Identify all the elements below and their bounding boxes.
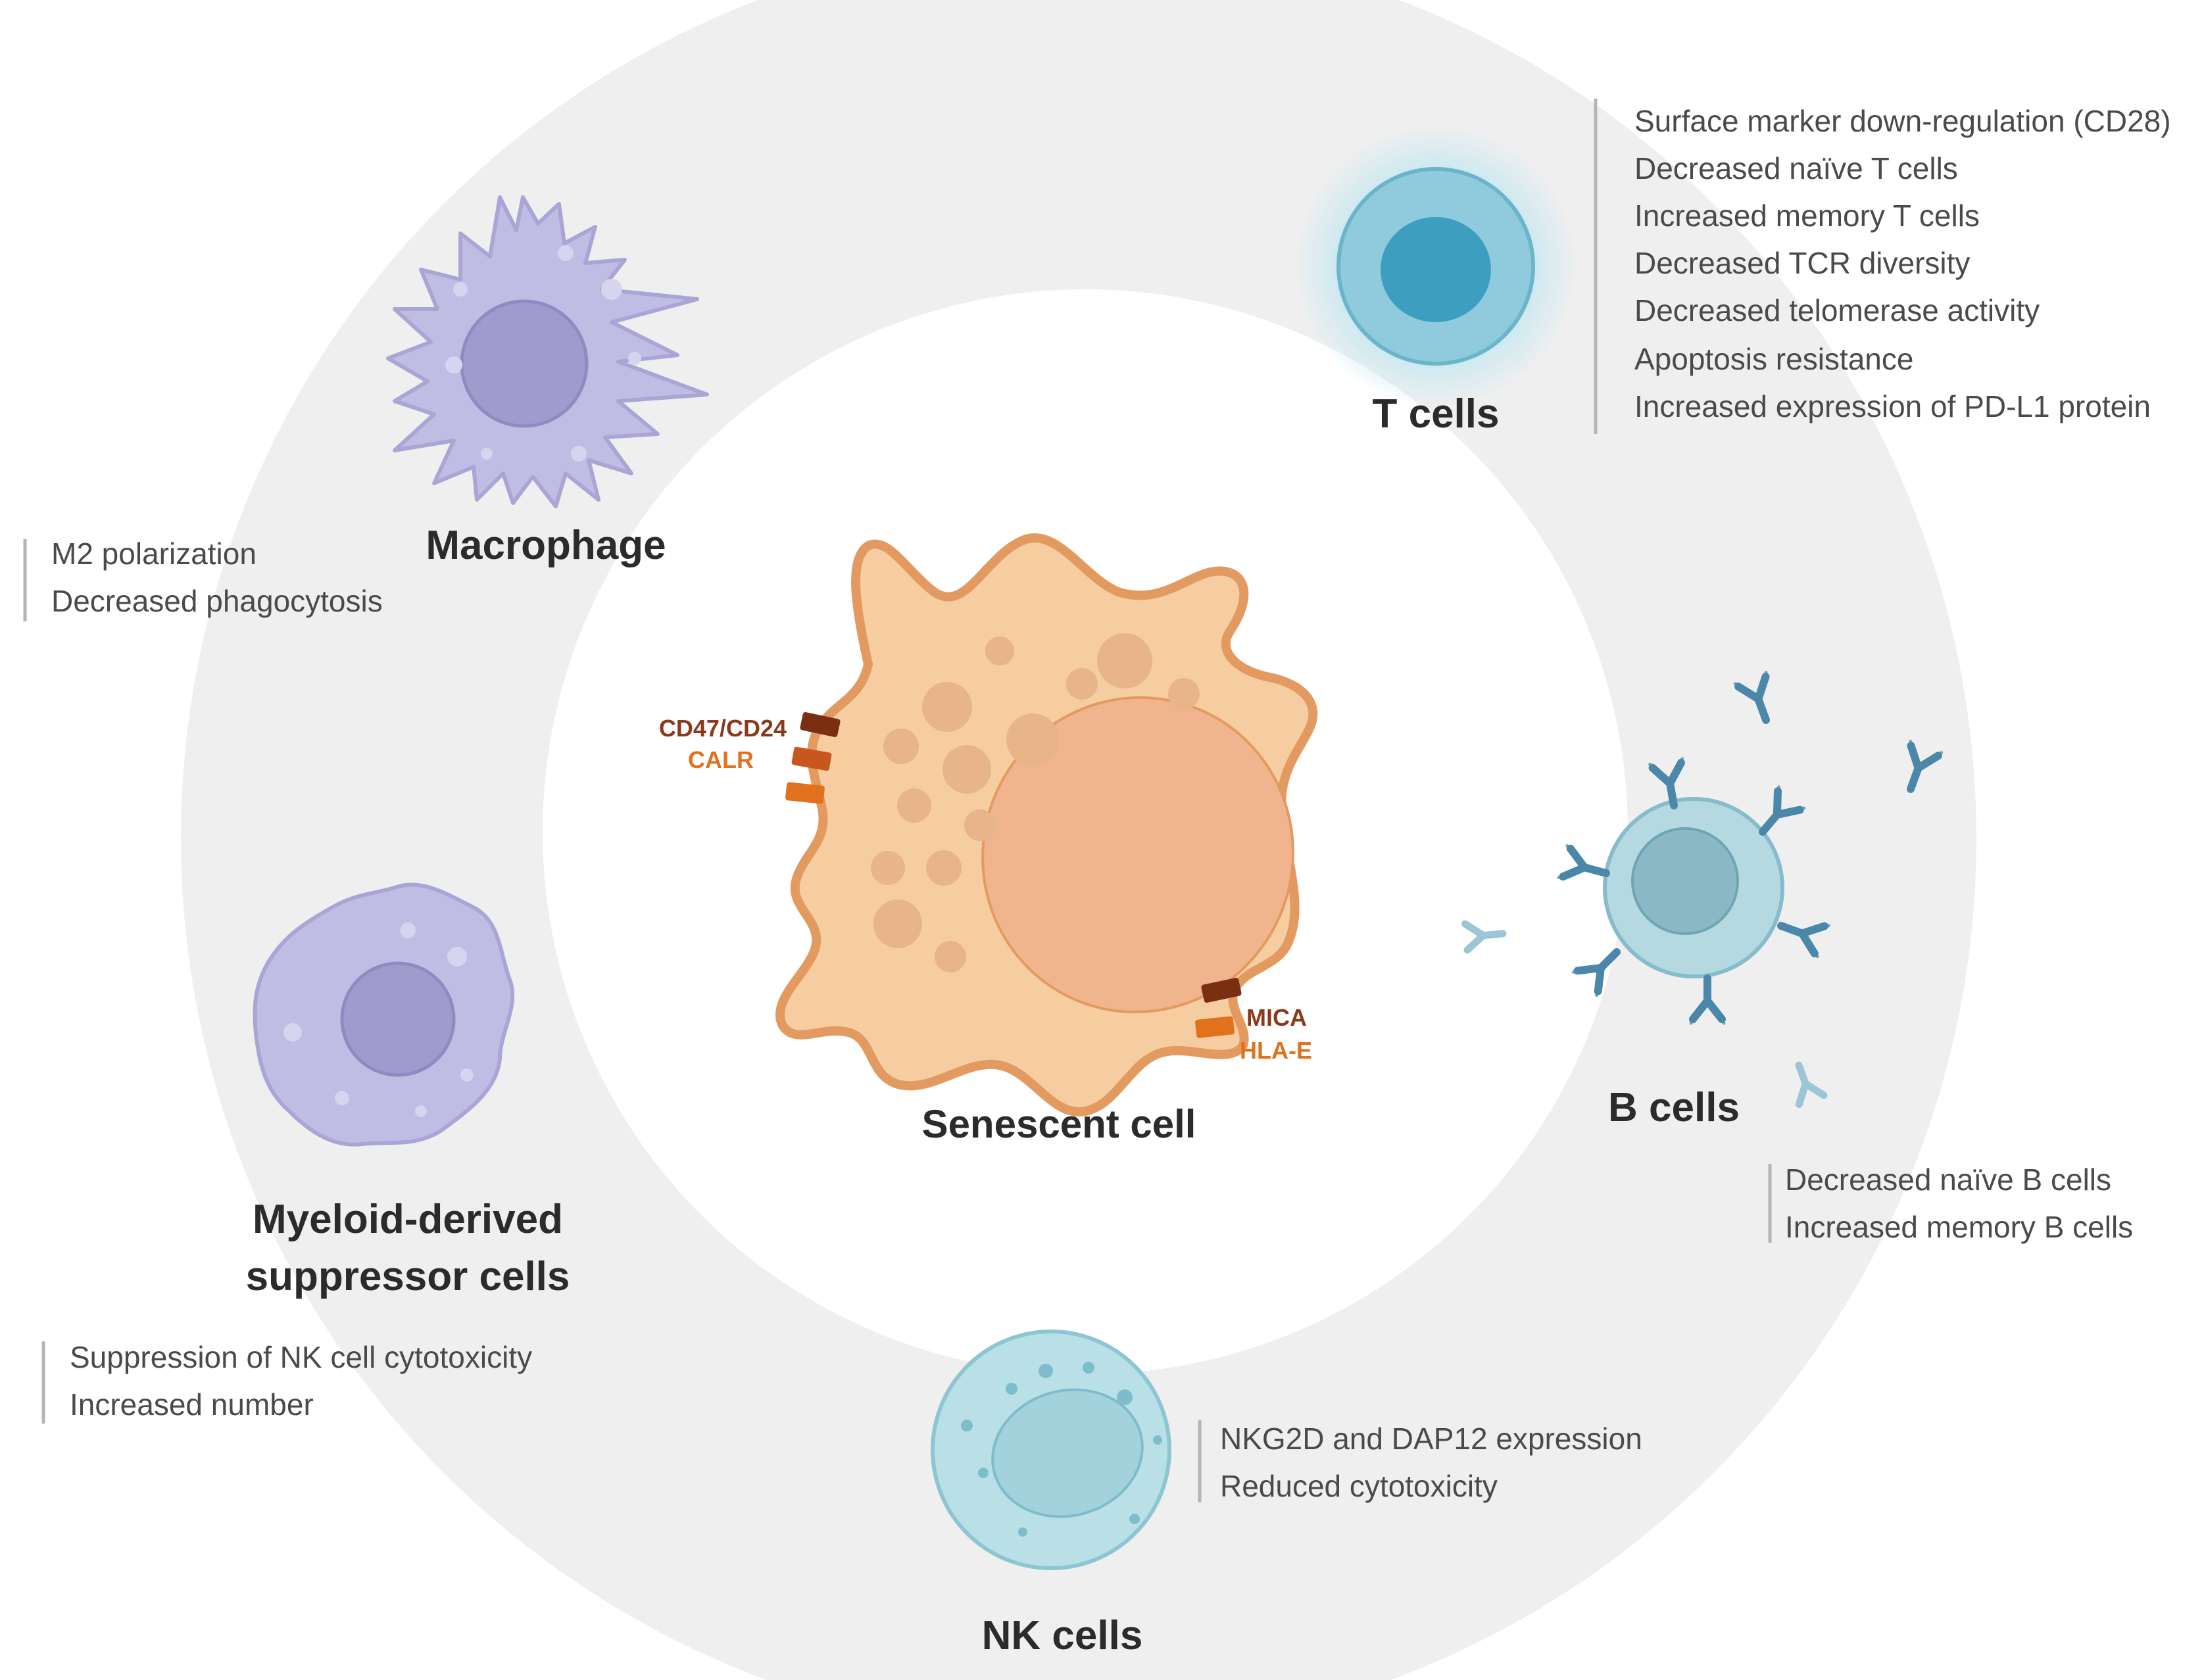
mdsc-note: Increased number xyxy=(70,1387,314,1422)
t-cells-note: Increased memory T cells xyxy=(1634,199,1980,233)
marker-calr-bar xyxy=(785,782,825,804)
nk-cells-note: Reduced cytotoxicity xyxy=(1220,1469,1498,1503)
marker-cd24-bar xyxy=(791,746,832,771)
t-cell-icon xyxy=(1294,125,1577,408)
nk-cells-note: NKG2D and DAP12 expression xyxy=(1220,1422,1642,1456)
marker-mica-bar xyxy=(1201,978,1242,1003)
t-cells-label: T cells xyxy=(1373,391,1500,437)
mdsc-icon xyxy=(253,882,515,1147)
marker-left-2: CALR xyxy=(688,746,754,773)
mdsc-notes: Suppression of NK cell cytotoxicity Incr… xyxy=(70,1340,532,1422)
mdsc-label-line1: Myeloid-derived xyxy=(253,1197,563,1242)
b-cells-label: B cells xyxy=(1608,1085,1740,1130)
t-cells-note: Decreased naïve T cells xyxy=(1634,151,1958,185)
b-cells-notes: Decreased naïve B cells Increased memory… xyxy=(1785,1163,2133,1244)
t-cells-note: Apoptosis resistance xyxy=(1634,342,1913,376)
senescent-nucleus xyxy=(981,696,1294,1014)
senescent-cell-label: Senescent cell xyxy=(922,1102,1196,1146)
t-cells-note: Increased expression of PD-L1 protein xyxy=(1634,389,2151,423)
t-cells-note: Decreased telomerase activity xyxy=(1634,293,2040,327)
t-cells-notes: Surface marker down-regulation (CD28) De… xyxy=(1634,104,2171,423)
nk-cell-icon xyxy=(931,1330,1171,1570)
macrophage-notes: M2 polarization Decreased phagocytosis xyxy=(51,537,383,618)
b-cell-icon xyxy=(1465,673,1941,1105)
senescent-cell-icon xyxy=(775,533,1318,1116)
macrophage-label: Macrophage xyxy=(426,523,666,568)
macrophage-note: Decreased phagocytosis xyxy=(51,584,383,618)
b-cells-note: Increased memory B cells xyxy=(1785,1210,2133,1244)
macrophage-note: M2 polarization xyxy=(51,537,257,571)
marker-cd47-bar xyxy=(800,712,841,737)
marker-right-2: HLA-E xyxy=(1240,1037,1312,1064)
nk-cells-label: NK cells xyxy=(982,1613,1143,1658)
b-cells-note: Decreased naïve B cells xyxy=(1785,1163,2111,1197)
mdsc-label-line2: suppressor cells xyxy=(246,1254,570,1299)
marker-right-1: MICA xyxy=(1246,1004,1307,1031)
marker-hlae-bar xyxy=(1195,1016,1235,1038)
t-cells-note: Surface marker down-regulation (CD28) xyxy=(1634,104,2171,138)
t-cells-note: Decreased TCR diversity xyxy=(1634,246,1970,280)
marker-left-1: CD47/CD24 xyxy=(659,715,787,742)
macrophage-icon xyxy=(386,195,709,508)
nk-cells-notes: NKG2D and DAP12 expression Reduced cytot… xyxy=(1220,1422,1642,1503)
mdsc-note: Suppression of NK cell cytotoxicity xyxy=(70,1340,532,1374)
